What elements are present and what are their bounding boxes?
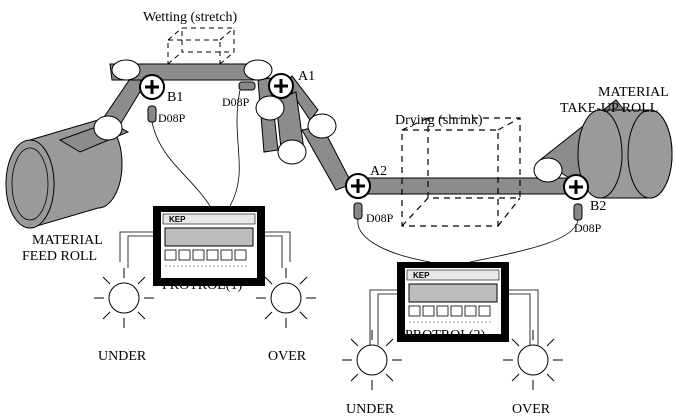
takeup-roll-label-line1: MATERIAL <box>598 85 669 100</box>
protrol-2-controller: KEP <box>396 261 510 343</box>
sensor-b1-label: D08P <box>158 111 186 125</box>
feed-roll-label-line2: FEED ROLL <box>22 249 97 264</box>
a1-label: A1 <box>298 69 315 84</box>
over-2-label: OVER <box>512 402 551 417</box>
under-2-label: UNDER <box>346 402 395 417</box>
over-1-label: OVER <box>268 349 307 364</box>
drying-zone <box>401 117 521 227</box>
protrol-2-label: PROTROL(2) <box>405 328 485 343</box>
takeup-roll-label-line2: TAKE-UP ROLL <box>560 101 658 116</box>
sensor-a2-label: D08P <box>366 211 394 225</box>
sensor-b2-icon <box>573 203 583 221</box>
protrol-1-controller: KEP <box>152 205 266 287</box>
sensor-a2-icon <box>353 202 363 220</box>
a2-label: A2 <box>370 164 387 179</box>
b2-label: B2 <box>590 199 606 214</box>
idler-rolls <box>93 59 563 183</box>
kep-logo-1: KEP <box>169 215 186 224</box>
wetting-label: Wetting (stretch) <box>143 10 237 25</box>
b1-label: B1 <box>167 90 183 105</box>
over-lamp-1-icon <box>255 267 317 329</box>
sensor-b2-label: D08P <box>574 221 602 235</box>
b2-plus-circle-icon <box>562 173 590 201</box>
material-take-up-roll <box>577 109 673 199</box>
b1-plus-circle-icon <box>138 73 166 101</box>
sensor-b1-icon <box>147 105 157 123</box>
wetting-zone <box>167 27 235 65</box>
a1-plus-circle-icon <box>267 72 295 100</box>
under-lamp-2-icon <box>341 329 403 391</box>
a2-plus-circle-icon <box>344 172 372 200</box>
signal-wires <box>119 89 579 345</box>
protrol-1-label: PROTROL(1) <box>162 278 242 293</box>
sensor-a1-icon <box>238 81 256 91</box>
under-lamp-1-icon <box>93 267 155 329</box>
material-feed-roll <box>5 119 123 229</box>
over-lamp-2-icon <box>502 329 564 391</box>
sensor-a1-label: D08P <box>222 95 250 109</box>
drying-label: Drying (shrink) <box>395 113 483 128</box>
under-1-label: UNDER <box>98 349 147 364</box>
feed-roll-label-line1: MATERIAL <box>32 233 103 248</box>
kep-logo-2: KEP <box>413 271 430 280</box>
